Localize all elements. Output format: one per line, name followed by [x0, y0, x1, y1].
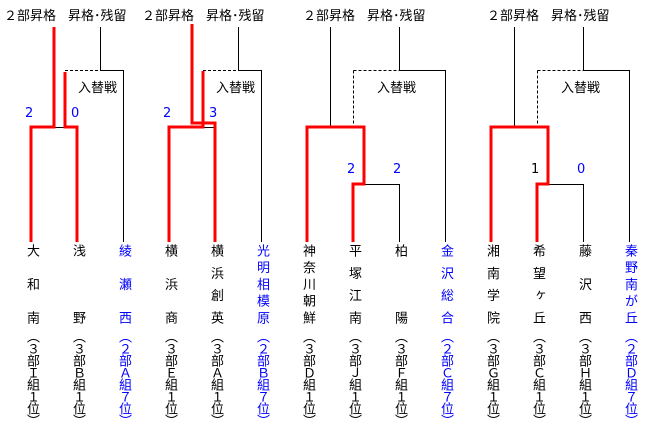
team-name: 金沢総合 [438, 244, 453, 324]
team-entry: 平塚江南 （３部Ｊ組１位） [344, 244, 362, 426]
team-entry: 横浜創英 （３部Ａ組１位） [206, 244, 224, 426]
team-entry: 柏陽 （３部Ｆ組１位） [390, 244, 408, 426]
header-stay-1: 昇格･残留 [68, 9, 127, 24]
team-group: （３部Ａ組１位） [208, 330, 223, 426]
header-stay-3: 昇格･残留 [367, 9, 426, 24]
team-name: 浅野 [70, 244, 85, 324]
header-promote-3: ２部昇格 [303, 9, 356, 24]
team-name: 神奈川朝鮮 [300, 244, 315, 324]
team-name: 横浜創英 [208, 244, 223, 324]
team-name: 湘南学院 [484, 244, 499, 324]
header-stay-4: 昇格･残留 [551, 9, 610, 24]
team-group: （３部Ｅ組１位） [162, 330, 177, 426]
team-entry: 湘南学院 （３部Ｇ組１位） [482, 244, 500, 426]
score: 0 [71, 106, 80, 121]
header-promote-1: ２部昇格 [4, 9, 57, 24]
team-entry: 大和南 （３部Ｉ組１位） [22, 244, 40, 426]
playoff-label-3: 入替戦 [377, 81, 417, 96]
team-group: （３部Ｈ組１位） [576, 330, 591, 426]
team-name: 柏陽 [392, 244, 407, 324]
score: 0 [577, 162, 586, 177]
team-group: （３部Ｂ組１位） [70, 330, 85, 426]
team-entry: 秦野南が丘 （２部Ｄ組７位） [620, 244, 638, 426]
team-entry: 神奈川朝鮮 （３部Ｄ組１位） [298, 244, 316, 426]
team-name: 希望ヶ丘 [530, 244, 545, 324]
team-group: （２部Ｂ組７位） [254, 330, 269, 426]
header-stay-2: 昇格･残留 [206, 9, 265, 24]
score: 2 [163, 106, 172, 121]
playoff-label-1: 入替戦 [78, 81, 118, 96]
team-name: 綾瀬西 [116, 244, 131, 324]
team-entry: 綾瀬西 （２部Ａ組７位） [114, 244, 132, 426]
team-entry: 希望ヶ丘 （３部Ｃ組１位） [528, 244, 546, 426]
team-group: （２部Ａ組７位） [116, 330, 131, 426]
team-name: 平塚江南 [346, 244, 361, 324]
team-entry: 浅野 （３部Ｂ組１位） [68, 244, 86, 426]
header-promote-4: ２部昇格 [487, 9, 540, 24]
score: 2 [347, 162, 356, 177]
score: 3 [209, 106, 218, 121]
team-entry: 金沢総合 （２部Ｃ組７位） [436, 244, 454, 426]
team-name: 藤沢西 [576, 244, 591, 324]
playoff-label-2: 入替戦 [216, 81, 256, 96]
team-name: 秦野南が丘 [622, 244, 637, 324]
team-name: 大和南 [24, 244, 39, 324]
playoff-label-4: 入替戦 [561, 81, 601, 96]
team-entry: 横浜商 （３部Ｅ組１位） [160, 244, 178, 426]
team-group: （３部Ｉ組１位） [24, 330, 39, 426]
score: 1 [531, 162, 540, 177]
team-entry: 藤沢西 （３部Ｈ組１位） [574, 244, 592, 426]
team-group: （３部Ｇ組１位） [484, 330, 499, 426]
team-name: 横浜商 [162, 244, 177, 324]
team-group: （２部Ｄ組７位） [622, 330, 637, 426]
team-entry: 光明相模原 （２部Ｂ組７位） [252, 244, 270, 426]
team-group: （３部Ｆ組１位） [392, 330, 407, 426]
team-group: （２部Ｃ組７位） [438, 330, 453, 426]
team-group: （３部Ｊ組１位） [346, 330, 361, 426]
team-group: （３部Ｄ組１位） [300, 330, 315, 426]
score: 2 [393, 162, 402, 177]
team-group: （３部Ｃ組１位） [530, 330, 545, 426]
score: 2 [25, 106, 34, 121]
header-promote-2: ２部昇格 [142, 9, 195, 24]
team-name: 光明相模原 [254, 244, 269, 324]
